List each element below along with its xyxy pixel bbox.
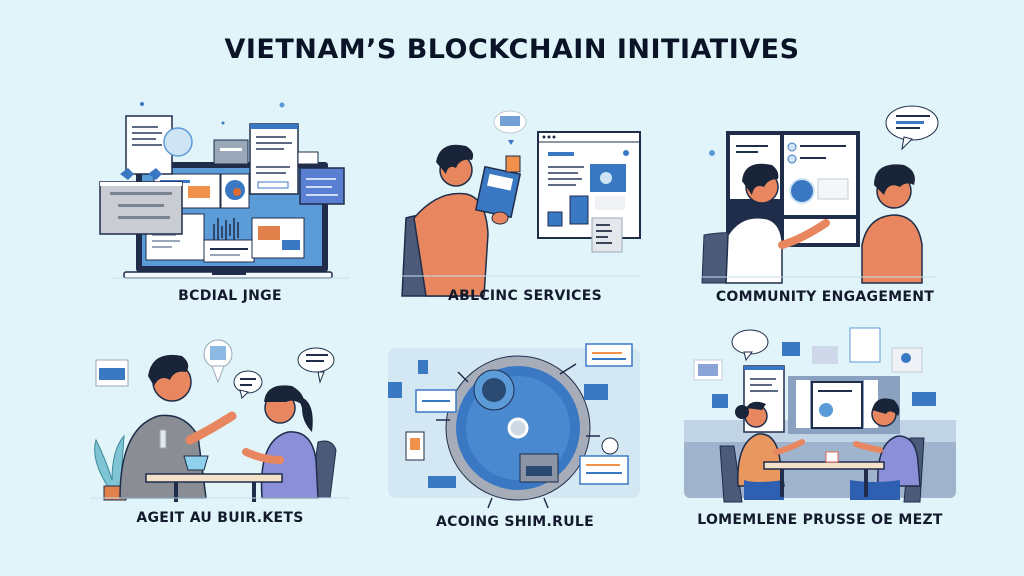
panel-caption: ABLCINC SERVICES — [448, 288, 602, 304]
panel-meeting: LOMEMLENE PRUSSE OE MEZT — [680, 320, 960, 540]
meeting-illustration — [684, 327, 956, 503]
panel-laptop-documents: BCDIAL JNGE — [90, 90, 370, 310]
panel-caption: ACOING SHIM.RULE — [436, 514, 594, 530]
panel-community: COMMUNITY ENGAGEMENT — [690, 95, 960, 310]
panel-caption: COMMUNITY ENGAGEMENT — [715, 289, 935, 305]
laptop-illustration — [99, 102, 350, 279]
community-illustration — [700, 105, 939, 284]
panel-person-browser: ABLCINC SERVICES — [390, 100, 660, 310]
reading-illustration — [400, 110, 641, 297]
panel-caption: BCDIAL JNGE — [178, 288, 282, 304]
panel-hub: ACOING SHIM.RULE — [380, 330, 650, 545]
panel-caption: AGEIT AU BUIR.KETS — [136, 510, 304, 526]
panel-conversation: AGEIT AU BUIR.KETS — [80, 330, 360, 540]
conversation-illustration — [90, 339, 350, 502]
page-title: VIETNAM’S BLOCKCHAIN INITIATIVES — [224, 34, 800, 65]
panel-caption: LOMEMLENE PRUSSE OE MEZT — [697, 512, 943, 528]
hub-illustration — [388, 343, 640, 509]
